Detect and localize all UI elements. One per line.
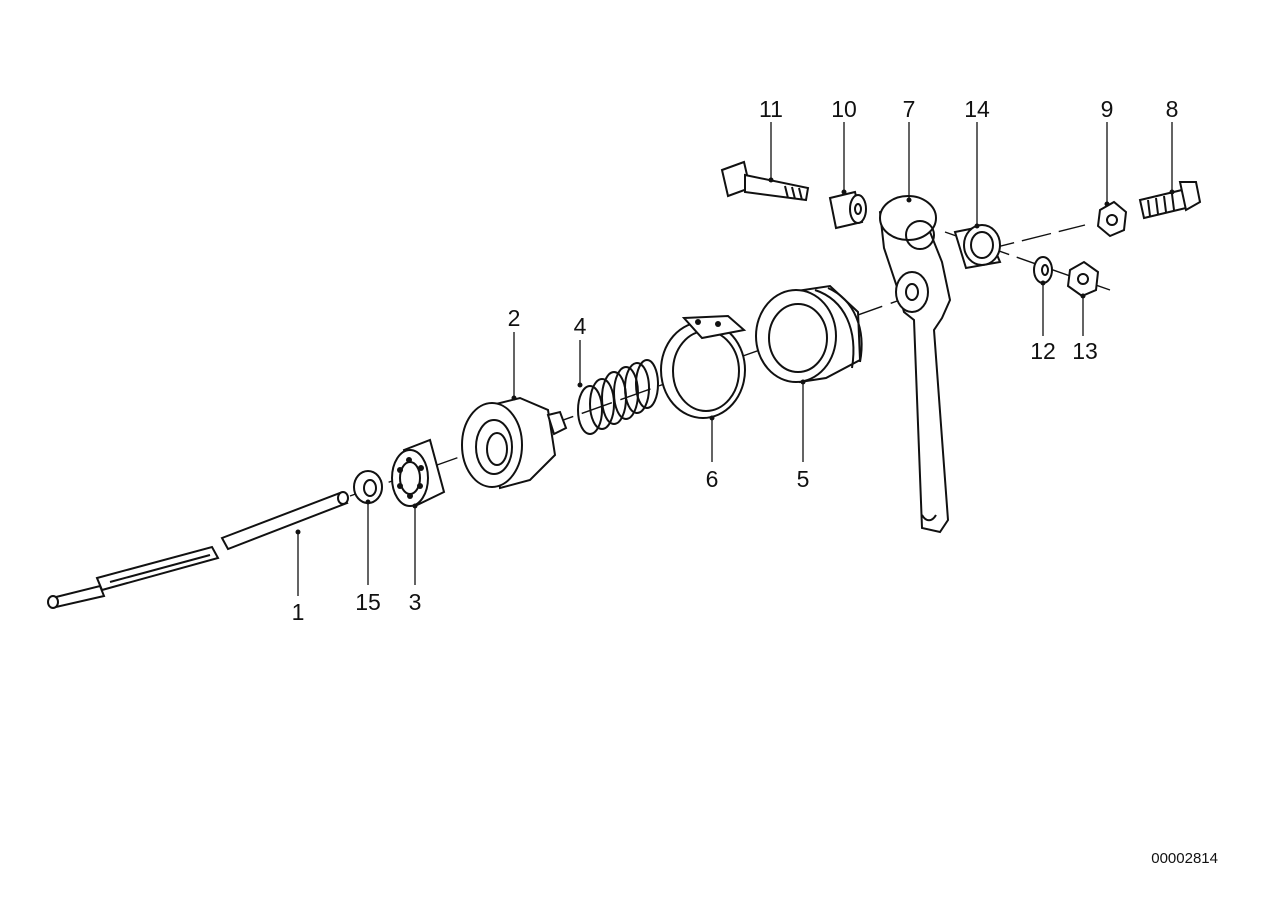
part-4-spring (577, 359, 659, 435)
callout-10: 10 (831, 96, 857, 122)
part-15-washer (353, 470, 383, 504)
part-9-nut (1096, 200, 1128, 238)
callout-8: 8 (1166, 96, 1179, 122)
part-7-lever (878, 195, 952, 534)
part-10-bushing (828, 190, 867, 230)
callout-14: 14 (964, 96, 990, 122)
callout-4: 4 (574, 313, 587, 339)
part-14-bush (953, 224, 1002, 270)
callout-13: 13 (1072, 338, 1098, 364)
part-2-housing (461, 396, 568, 490)
part-8-bolt (1138, 181, 1202, 220)
document-number: 00002814 (1151, 850, 1218, 867)
callout-7: 7 (903, 96, 916, 122)
callout-2: 2 (508, 305, 521, 331)
part-3-bearing (391, 438, 446, 508)
part-1-shaft (47, 491, 349, 609)
leader-lines (295, 122, 1175, 596)
callout-11: 11 (759, 96, 783, 122)
callout-5: 5 (797, 466, 810, 492)
callout-15: 15 (355, 589, 381, 615)
callout-3: 3 (409, 589, 422, 615)
callout-9: 9 (1101, 96, 1114, 122)
part-6-clamp (660, 314, 747, 419)
callout-1: 1 (292, 599, 305, 625)
callout-6: 6 (706, 466, 719, 492)
callout-12: 12 (1030, 338, 1056, 364)
part-13-nut (1066, 260, 1100, 298)
part-5-boot (755, 284, 863, 384)
callout-labels: 1 2 3 4 5 6 7 8 9 10 11 12 13 14 15 (292, 96, 1179, 625)
part-11-bolt (720, 160, 810, 202)
part-12-washer (1033, 256, 1053, 284)
